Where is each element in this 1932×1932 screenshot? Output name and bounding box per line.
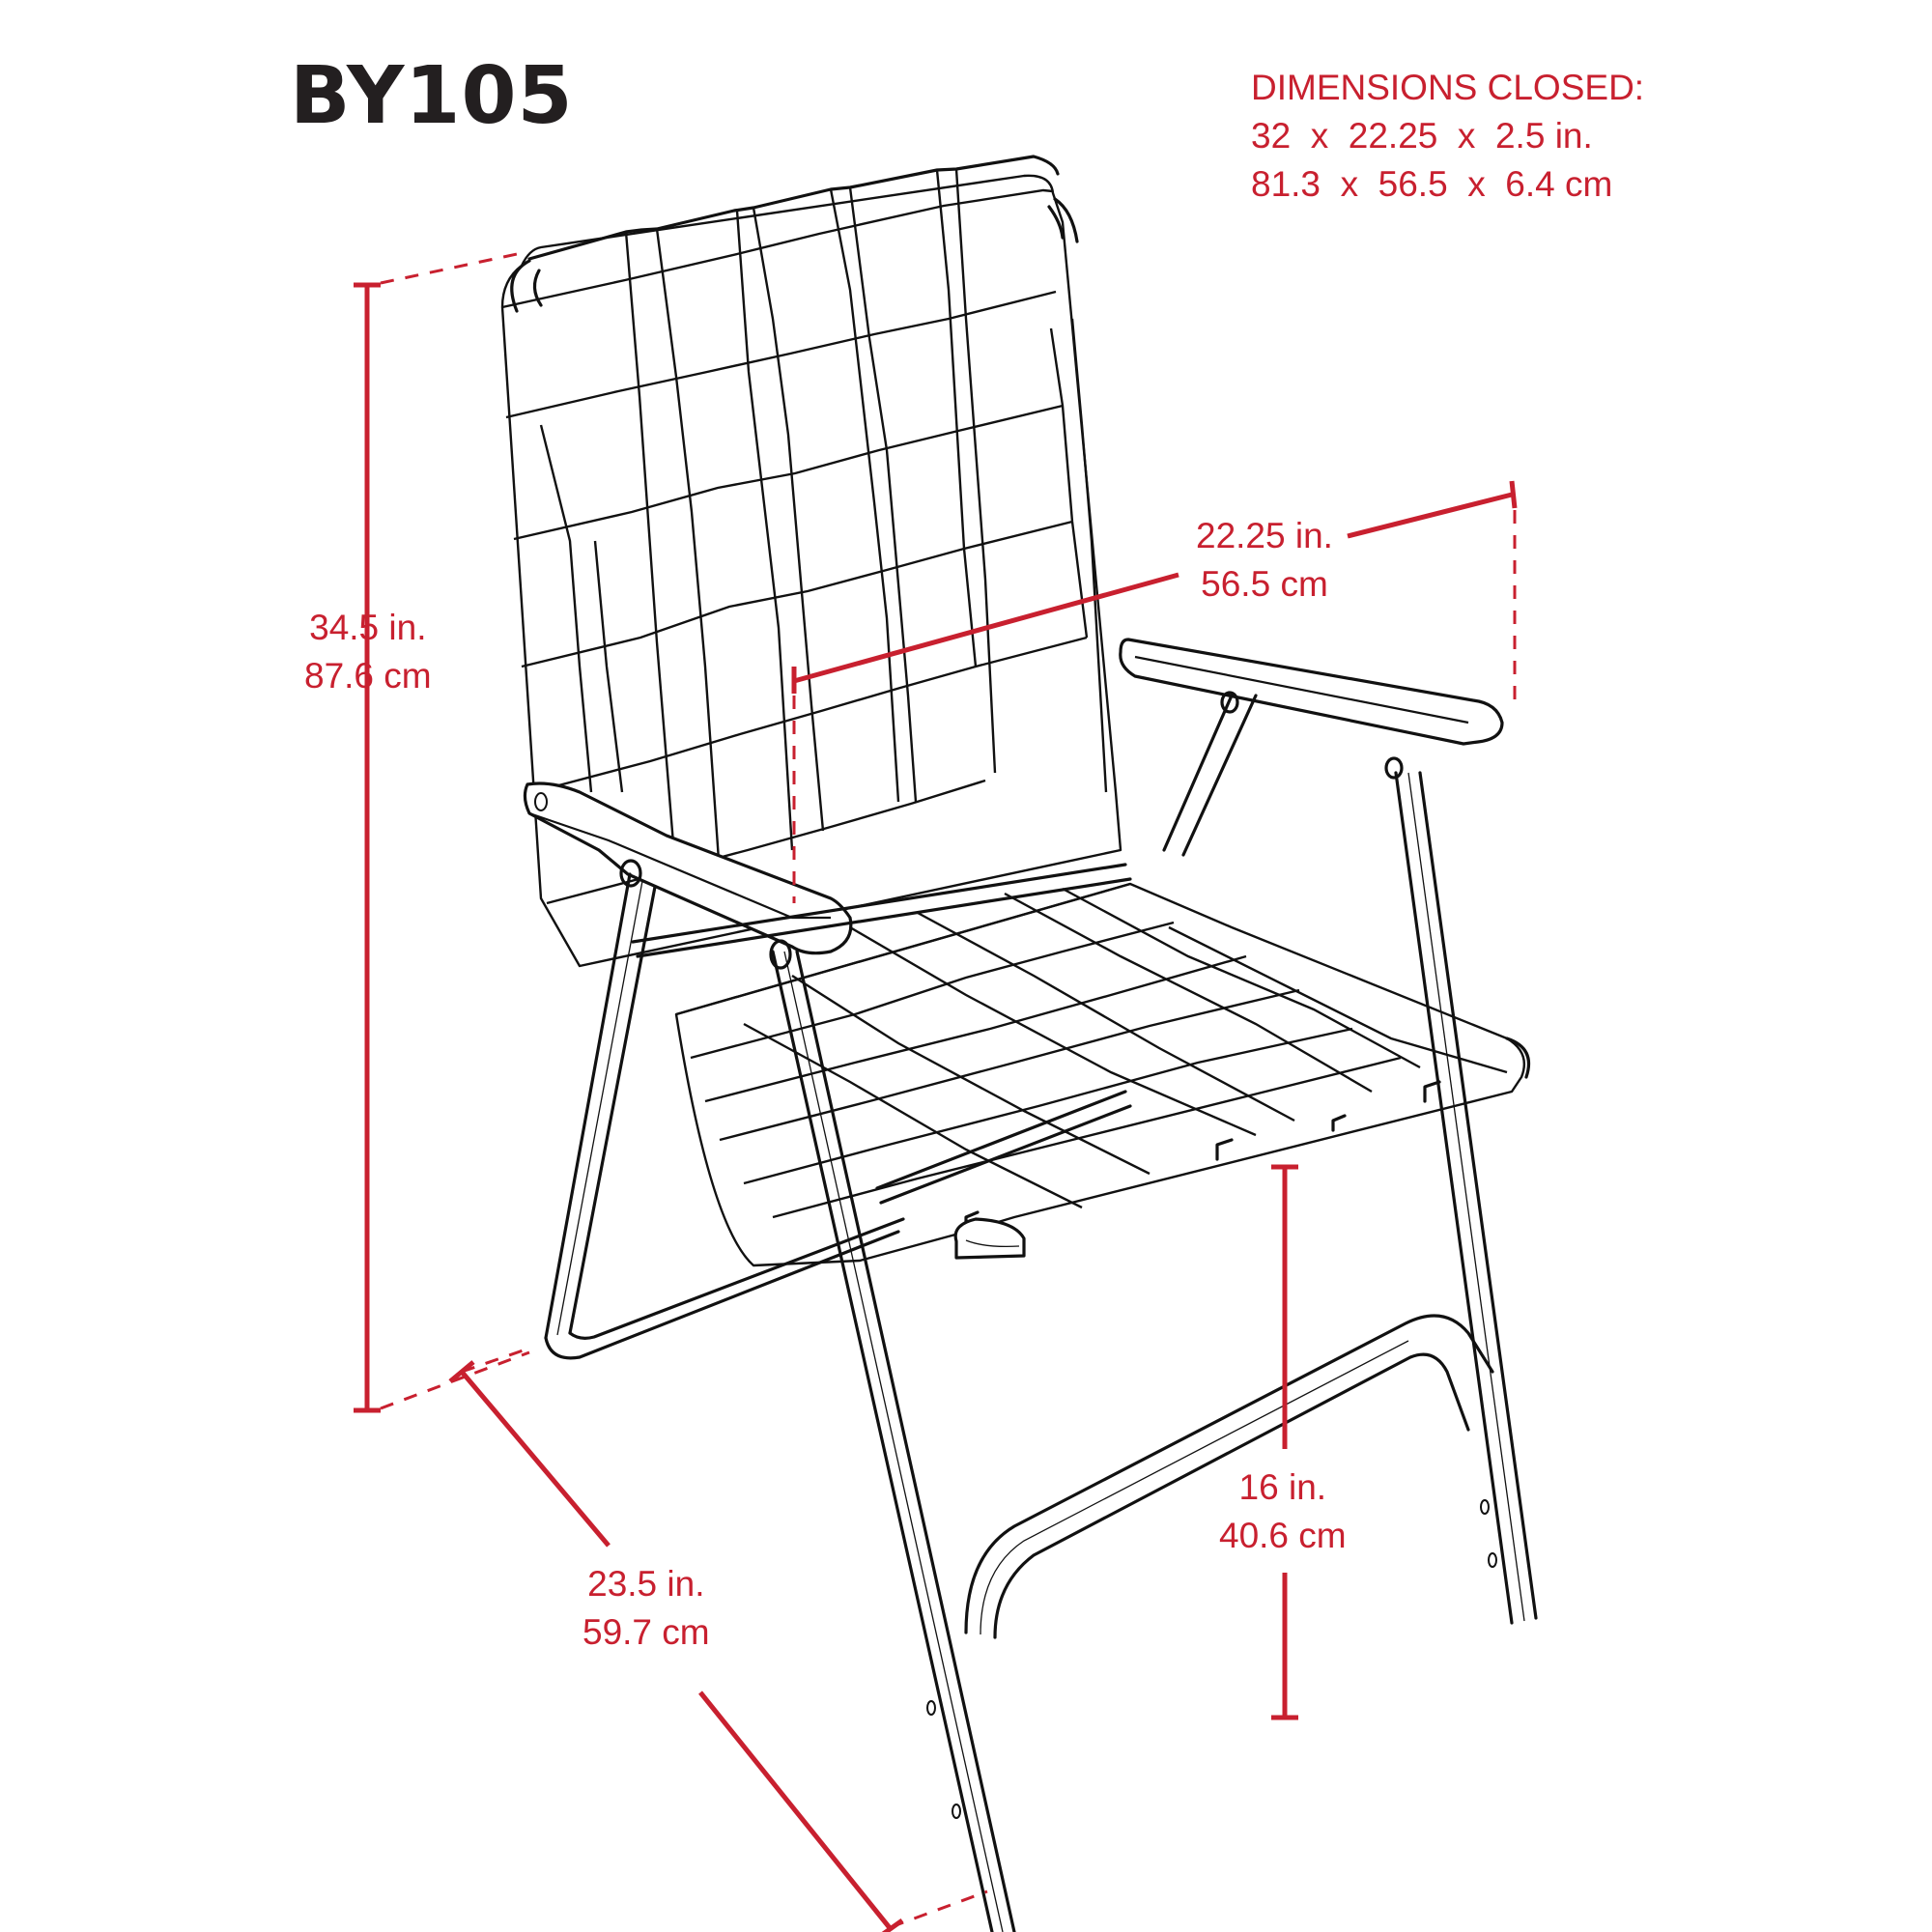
dimension-width [791,480,1518,903]
closed-dimensions-heading: DIMENSIONS CLOSED: [1251,68,1645,107]
model-number: BY105 [290,50,574,142]
seat-height-imperial: 16 in. [1238,1467,1327,1507]
right-armrest [1119,638,1504,780]
seat [674,882,1531,1267]
dimension-depth [448,1346,988,1932]
depth-imperial: 23.5 in. [587,1564,705,1604]
height-imperial: 34.5 in. [309,608,427,647]
left-armrest [523,781,853,970]
depth-metric: 59.7 cm [582,1612,710,1652]
closed-dimensions-block: DIMENSIONS CLOSED: 32 x 22.25 x 2.5 in. … [1251,64,1644,209]
dimension-height [354,251,530,1413]
width-label: 22.25 in. 56.5 cm [1196,512,1333,609]
right-side-frame [926,694,1538,1819]
dimension-seat-height [1271,1164,1298,1720]
left-side-frame [544,863,1132,1932]
width-imperial: 22.25 in. [1196,516,1333,555]
backrest [500,155,1122,968]
closed-dimensions-imperial: 32 x 22.25 x 2.5 in. [1251,116,1593,156]
height-metric: 87.6 cm [304,656,432,696]
width-metric: 56.5 cm [1201,564,1328,604]
depth-label: 23.5 in. 59.7 cm [582,1560,710,1657]
seat-height-metric: 40.6 cm [1219,1516,1347,1555]
height-label: 34.5 in. 87.6 cm [304,604,432,700]
seat-height-label: 16 in. 40.6 cm [1219,1463,1347,1560]
closed-dimensions-metric: 81.3 x 56.5 x 6.4 cm [1251,164,1613,204]
